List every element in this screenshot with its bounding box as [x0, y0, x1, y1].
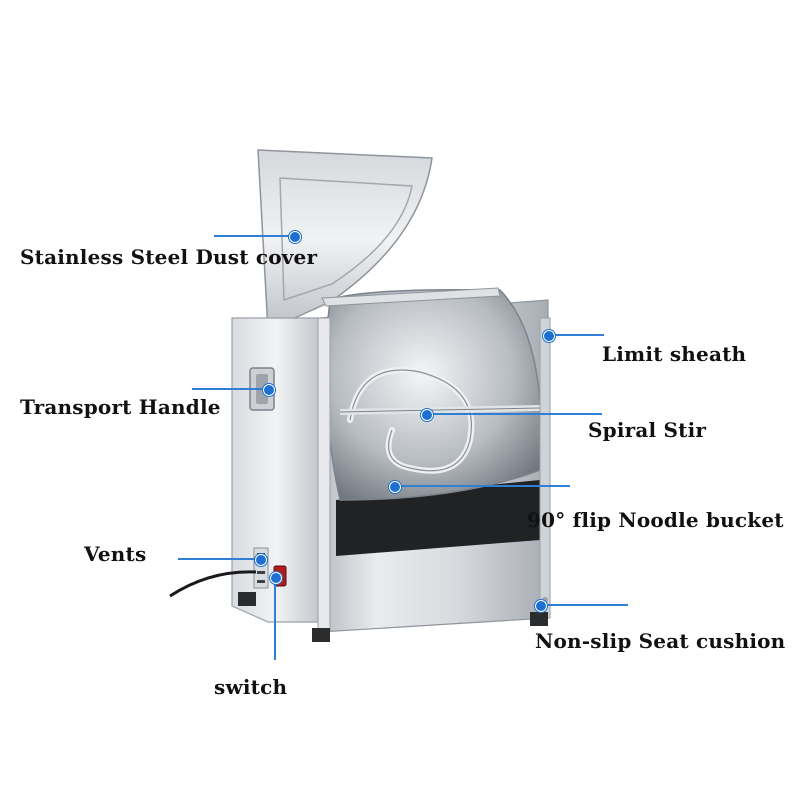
marker-dust-cover	[289, 231, 301, 243]
limit-sheath	[539, 317, 551, 619]
marker-switch	[270, 572, 282, 584]
marker-flip-bucket	[389, 481, 401, 493]
label-vents: Vents	[84, 542, 147, 566]
marker-spiral-stir	[421, 409, 433, 421]
label-seat-cushion: Non-slip Seat cushion	[535, 629, 786, 653]
leader-limit-sheath	[548, 334, 604, 336]
leader-vents	[178, 558, 260, 560]
label-limit-sheath: Limit sheath	[602, 342, 747, 366]
label-transport-handle: Transport Handle	[20, 395, 221, 419]
power-cord-icon	[169, 570, 257, 598]
leader-dust-cover	[214, 235, 294, 237]
label-flip-bucket: 90° flip Noodle bucket	[527, 508, 784, 532]
label-spiral-stir: Spiral Stir	[588, 418, 707, 442]
marker-limit-sheath	[543, 330, 555, 342]
leader-spiral-stir	[426, 413, 602, 415]
marker-transport-handle	[263, 384, 275, 396]
label-switch: switch	[214, 675, 288, 699]
leader-transport-handle	[192, 388, 268, 390]
leader-switch-h	[274, 576, 276, 660]
marker-seat-cushion	[535, 600, 547, 612]
leader-flip-bucket	[394, 485, 570, 487]
marker-vents	[255, 554, 267, 566]
leader-seat-cushion	[540, 604, 628, 606]
label-dust-cover: Stainless Steel Dust cover	[20, 245, 318, 269]
